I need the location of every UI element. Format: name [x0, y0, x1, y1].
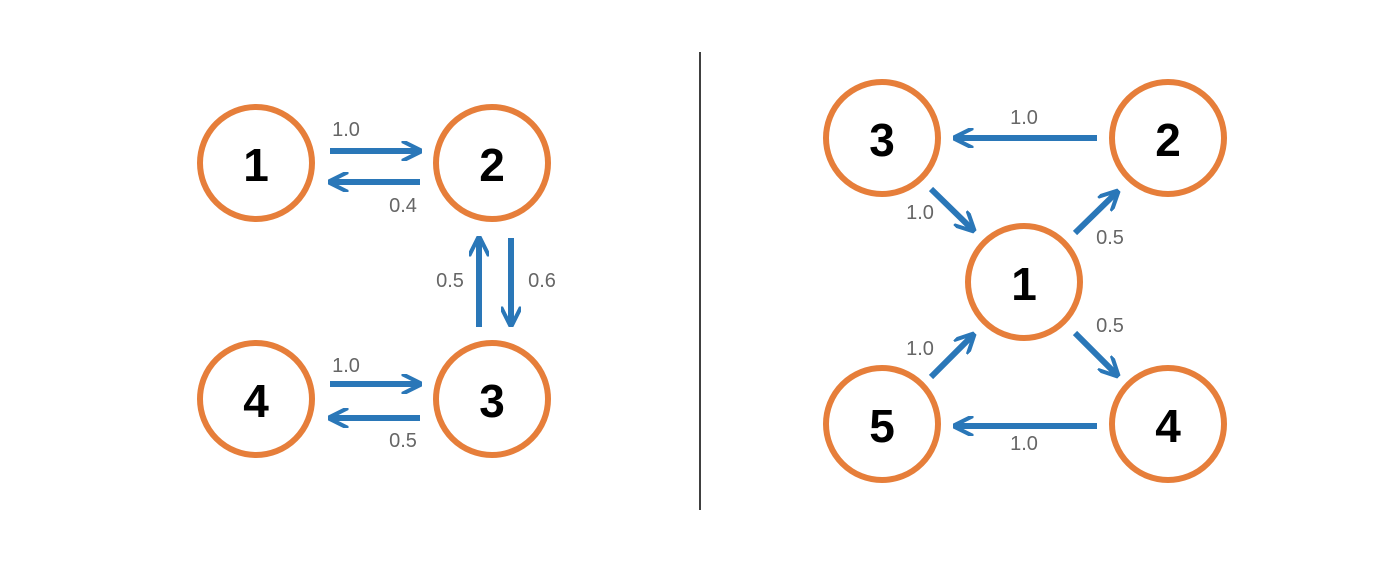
node-label: 1 [1011, 258, 1037, 310]
left-edge-labels: 1.0 0.4 0.6 0.5 1.0 0.5 [332, 119, 556, 452]
edge-right-1-to-4 [1072, 330, 1116, 374]
left-nodes: 1 2 3 4 [197, 104, 551, 458]
node-label: 4 [1155, 400, 1181, 452]
node-right-2: 2 [1109, 79, 1227, 197]
node-right-3: 3 [823, 79, 941, 197]
right-graph: 1.0 1.0 0.5 0.5 1.0 1.0 1 2 3 4 [823, 79, 1227, 483]
edge-label-right-1-to-4: 0.5 [1096, 315, 1124, 337]
node-label: 2 [1155, 114, 1181, 166]
edge-label-left-1-to-2: 1.0 [332, 119, 360, 141]
node-label: 2 [479, 139, 505, 191]
edge-label-right-5-to-1: 1.0 [906, 338, 934, 360]
edge-right-1-to-2 [1072, 193, 1116, 236]
node-label: 3 [869, 114, 895, 166]
node-right-4: 4 [1109, 365, 1227, 483]
edge-label-right-2-to-3: 1.0 [1010, 107, 1038, 129]
right-edges [928, 138, 1116, 426]
edge-right-5-to-1 [928, 336, 972, 380]
left-graph: 1.0 0.4 0.6 0.5 1.0 0.5 1 2 3 4 [197, 104, 556, 458]
node-label: 1 [243, 139, 269, 191]
node-left-2: 2 [433, 104, 551, 222]
edge-label-left-3-to-4: 0.5 [389, 430, 417, 452]
left-edges [330, 151, 511, 418]
edge-label-left-2-to-3: 0.6 [528, 270, 556, 292]
node-right-5: 5 [823, 365, 941, 483]
right-nodes: 1 2 3 4 5 [823, 79, 1227, 483]
edge-label-right-1-to-2: 0.5 [1096, 227, 1124, 249]
edge-label-left-4-to-3: 1.0 [332, 355, 360, 377]
edge-label-left-3-to-2: 0.5 [436, 270, 464, 292]
node-left-1: 1 [197, 104, 315, 222]
node-left-4: 4 [197, 340, 315, 458]
right-edge-labels: 1.0 1.0 0.5 0.5 1.0 1.0 [906, 107, 1124, 455]
edge-right-3-to-1 [928, 186, 972, 229]
node-label: 3 [479, 375, 505, 427]
node-left-3: 3 [433, 340, 551, 458]
edge-label-left-2-to-1: 0.4 [389, 195, 417, 217]
edge-label-right-4-to-5: 1.0 [1010, 433, 1038, 455]
node-right-1: 1 [965, 223, 1083, 341]
edge-label-right-3-to-1: 1.0 [906, 202, 934, 224]
node-label: 4 [243, 375, 269, 427]
node-label: 5 [869, 400, 895, 452]
